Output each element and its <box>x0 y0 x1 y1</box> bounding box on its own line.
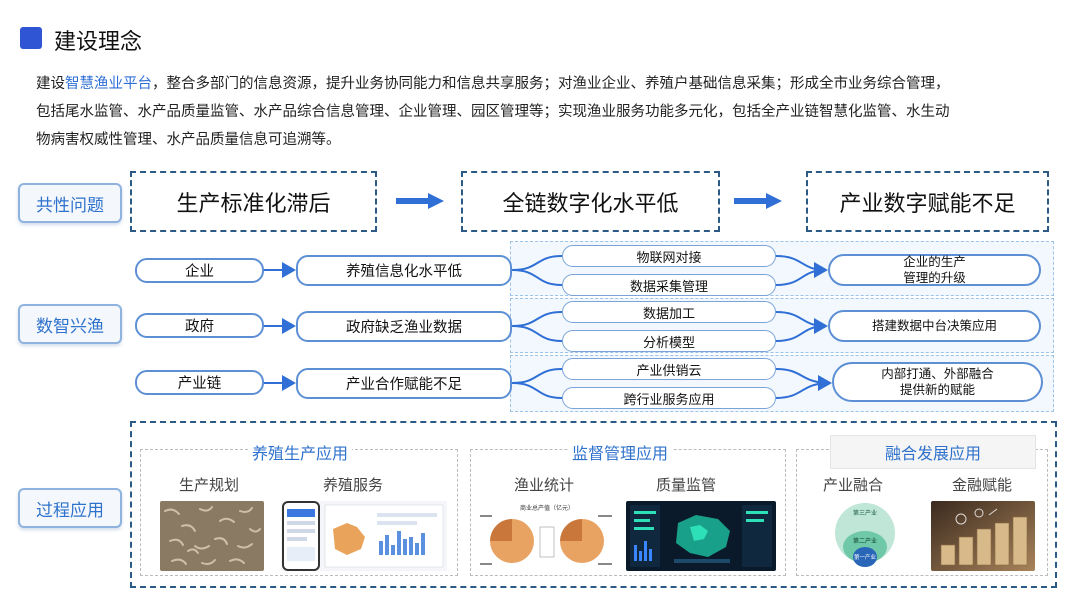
arrow-right-icon <box>734 193 784 209</box>
item-iot-connection: 物联网对接 <box>562 245 776 267</box>
fishery-statistics-chart-image: 商业总产值（亿元） <box>478 501 616 571</box>
item-data-collection: 数据采集管理 <box>562 274 776 296</box>
issue-box-3: 产业数字赋能不足 <box>806 171 1049 232</box>
problem-enterprise: 养殖信息化水平低 <box>296 255 512 286</box>
intro-highlight: 智慧渔业平台 <box>65 76 152 92</box>
industry-integration-diagram-image: 第三产业 第二产业 第一产业 <box>813 501 917 571</box>
svg-text:第一产业: 第一产业 <box>854 553 877 561</box>
intro-line-3: 物病害权威性管理、水产品质量信息可追溯等。 <box>36 132 341 148</box>
item-data-processing: 数据加工 <box>562 301 776 323</box>
svg-text:第二产业: 第二产业 <box>853 537 877 545</box>
sub-industry-integration: 产业融合 <box>823 476 884 494</box>
actor-industry-chain: 产业链 <box>135 370 264 395</box>
result-enterprise: 企业的生产管理的升级 <box>828 254 1041 286</box>
problem-government: 政府缺乏渔业数据 <box>296 311 512 342</box>
item-cross-industry-service: 跨行业服务应用 <box>562 387 776 409</box>
problem-industry-chain: 产业合作赋能不足 <box>296 368 512 399</box>
item-analysis-model: 分析模型 <box>562 330 776 352</box>
page-title: 建设理念 <box>54 30 143 55</box>
issue-box-1: 生产标准化滞后 <box>130 171 377 232</box>
intro-line-2: 包括尾水监管、水产品质量监管、水产品综合信息管理、企业管理、园区管理等；实现渔业… <box>36 104 950 120</box>
breeding-app-screenshot-image <box>281 501 447 571</box>
svg-text:商业总产值（亿元）: 商业总产值（亿元） <box>520 504 574 512</box>
intro-line-1: 建设智慧渔业平台，整合多部门的信息资源，提升业务协同能力和信息共享服务；对渔业企… <box>36 76 950 92</box>
result-government: 搭建数据中台决策应用 <box>828 310 1041 342</box>
issue-box-2: 全链数字化水平低 <box>461 171 720 232</box>
side-label-digital-fishery: 数智兴渔 <box>18 304 122 344</box>
app-title-supervision: 监督管理应用 <box>568 440 673 464</box>
sub-quality-supervision: 质量监管 <box>656 476 717 494</box>
side-label-process-application: 过程应用 <box>18 488 122 528</box>
item-supply-cloud: 产业供销云 <box>562 358 776 380</box>
result-industry-chain: 内部打通、外部融合提供新的赋能 <box>832 362 1043 402</box>
arrow-right-icon <box>396 193 446 209</box>
intro-paragraph: 建设智慧渔业平台，整合多部门的信息资源，提升业务协同能力和信息共享服务；对渔业企… <box>36 70 1046 154</box>
sub-fishery-statistics: 渔业统计 <box>514 476 575 494</box>
svg-text:第三产业: 第三产业 <box>853 509 877 517</box>
side-label-common-problems: 共性问题 <box>18 183 122 223</box>
sub-production-planning: 生产规划 <box>179 476 240 494</box>
sub-financial-empowerment: 金融赋能 <box>952 476 1013 494</box>
sub-breeding-service: 养殖服务 <box>323 476 384 494</box>
applications-frame <box>130 421 1057 588</box>
financial-coins-photo-image <box>931 501 1035 571</box>
app-title-integration: 融合发展应用 <box>830 435 1037 469</box>
actor-enterprise: 企业 <box>135 258 264 283</box>
title-marker <box>20 27 42 49</box>
app-title-breeding: 养殖生产应用 <box>248 440 353 464</box>
quality-supervision-dashboard-image <box>626 501 776 571</box>
actor-government: 政府 <box>135 313 264 338</box>
shrimp-photo-image <box>160 501 264 571</box>
